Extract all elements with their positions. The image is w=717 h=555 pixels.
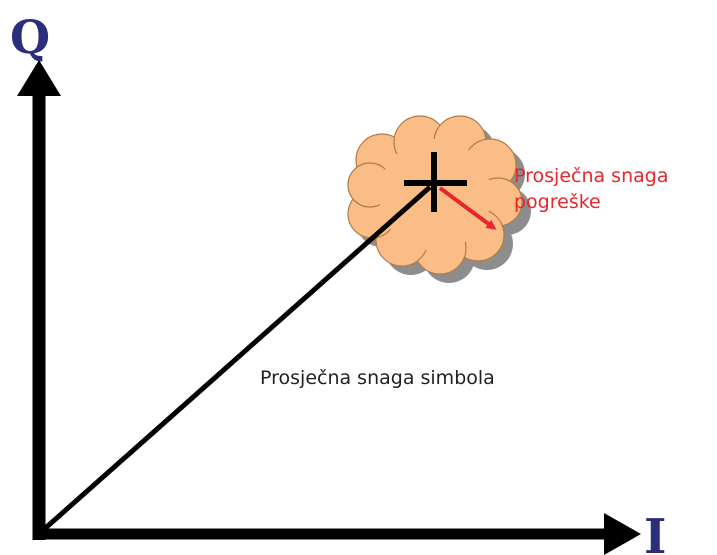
error-cloud <box>347 115 531 283</box>
q-axis <box>17 60 61 540</box>
symbol-vector-line <box>39 185 432 534</box>
plus-icon <box>404 152 467 212</box>
error-caption-line2: pogreške <box>514 191 601 213</box>
symbol-caption: Prosječna snaga simbola <box>260 367 495 389</box>
q-axis-label: Q <box>10 10 50 64</box>
i-axis-label: I <box>644 509 666 555</box>
i-axis <box>33 513 641 555</box>
error-caption-line1: Prosječna snaga <box>514 165 668 187</box>
error-arrow <box>438 186 497 230</box>
